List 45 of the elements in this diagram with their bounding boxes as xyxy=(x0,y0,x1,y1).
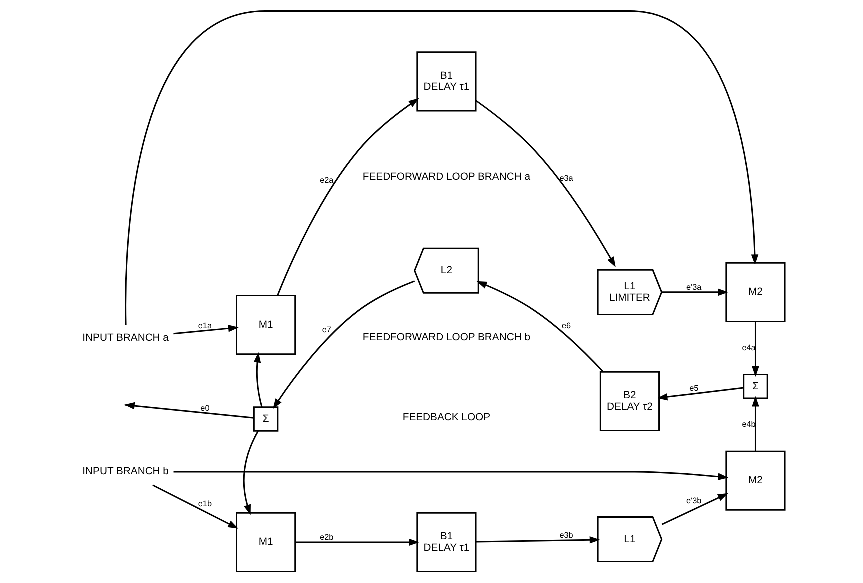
node-box: Σ xyxy=(253,406,279,432)
node-box: M2 xyxy=(726,262,786,322)
edge-label: e7 xyxy=(322,325,332,334)
edge-label: e'3b xyxy=(686,496,702,506)
node-box: M1 xyxy=(236,295,296,356)
arrow xyxy=(277,98,420,296)
edge-label: e'3a xyxy=(686,283,702,292)
edge-label: e6 xyxy=(562,322,572,331)
node-box: B1 DELAY τ1 xyxy=(416,512,477,572)
arrow xyxy=(152,484,239,529)
arrow xyxy=(476,536,600,544)
node-box: Σ xyxy=(743,374,768,400)
edge-label: e1a xyxy=(198,322,212,331)
arrow xyxy=(662,493,728,526)
arrow xyxy=(125,10,759,325)
node-box: B2 DELAY τ2 xyxy=(600,371,660,432)
arrow xyxy=(295,538,420,546)
label: FEEDBACK LOOP xyxy=(402,412,491,424)
arrow xyxy=(662,288,729,296)
arrow xyxy=(174,471,729,480)
edge-label: e3b xyxy=(560,530,574,540)
edge-label: e0 xyxy=(200,404,210,413)
arrow xyxy=(752,396,760,452)
edge-label: e3a xyxy=(560,174,574,183)
edge-label: e4a xyxy=(742,343,756,352)
node-box: M1 xyxy=(236,512,296,572)
node-text: INPUT BRANCH a xyxy=(82,333,169,344)
label: FEEDFORWARD LOOP BRANCH b xyxy=(362,332,530,344)
edge-label: e2b xyxy=(320,533,334,542)
arrow xyxy=(254,352,263,408)
edge-label: e5 xyxy=(690,384,699,393)
edge-label: e1b xyxy=(198,500,212,509)
edge-label: e4b xyxy=(742,420,756,430)
arrow xyxy=(752,322,760,377)
node-text: INPUT BRANCH b xyxy=(82,466,169,478)
label: FEEDFORWARD LOOP BRANCH a xyxy=(362,172,530,184)
edge-label: e2a xyxy=(320,176,334,186)
arrow xyxy=(243,431,259,516)
arrow xyxy=(174,324,239,335)
node-box: M2 xyxy=(726,450,786,511)
arrow xyxy=(657,387,744,401)
node-box: B1 DELAY τ1 xyxy=(416,52,477,112)
arrow xyxy=(476,100,616,268)
arrow xyxy=(273,280,416,410)
arrow xyxy=(476,281,604,373)
